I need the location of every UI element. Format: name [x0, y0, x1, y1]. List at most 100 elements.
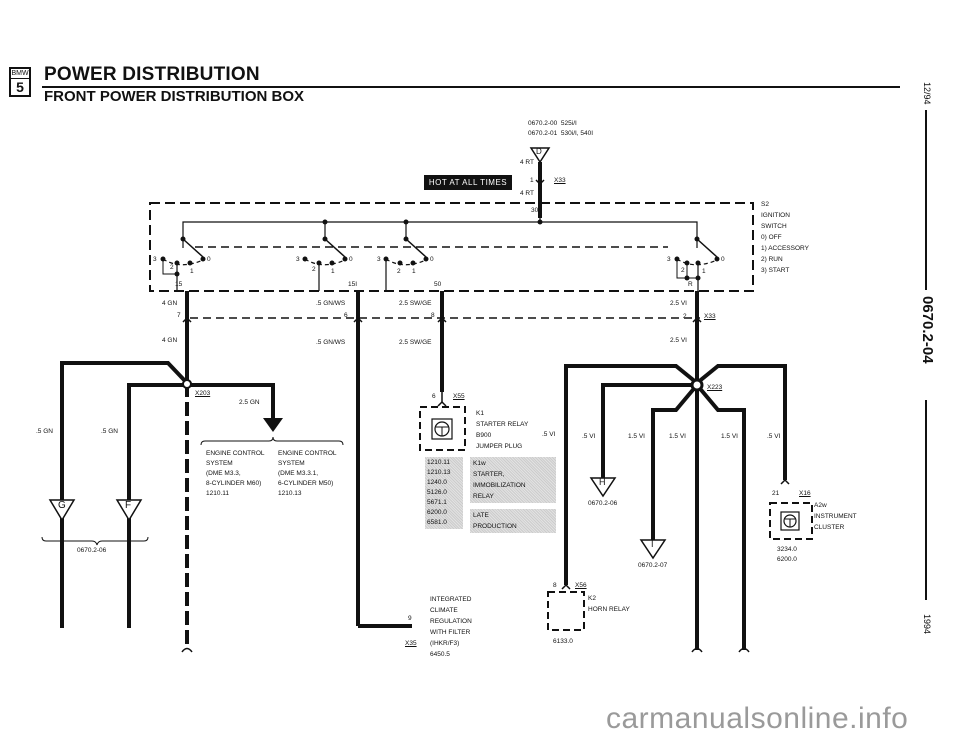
terminal-30: 30	[531, 207, 539, 214]
ecs-line: (DME M3.3,	[206, 470, 241, 477]
cluster-connector: X16	[799, 490, 811, 497]
ref: 1240.0	[427, 479, 447, 486]
icr-connector: X35	[405, 640, 417, 647]
connector-i: I	[651, 539, 654, 549]
horn-ref: 6133.0	[553, 638, 573, 645]
contact-3: 3	[377, 256, 381, 263]
wire-15i-lower-label: .5 GN/WS	[316, 339, 346, 346]
cluster-refs: 3234.0 6200.0	[777, 545, 797, 565]
ref-code: 0670.2-01	[528, 130, 558, 137]
switch-pos-accessory: 1) ACCESSORY	[761, 245, 809, 252]
ecs-line: ENGINE CONTROL	[206, 450, 265, 457]
connector-h: H	[599, 477, 606, 487]
starter-line: B900	[476, 432, 492, 439]
ignition-switch-box	[149, 202, 754, 292]
ecs-line: (DME M3.3.1,	[278, 470, 319, 477]
h-ref: 0670.2-06	[588, 500, 618, 507]
contact-2: 2	[170, 264, 174, 271]
terminal-50: 50	[434, 281, 442, 288]
wire-h-label: .5 VI	[582, 433, 596, 440]
icr-line: CLIMATE	[430, 607, 458, 614]
icr-line: INTEGRATED	[430, 596, 472, 603]
connector-d-symbol	[529, 147, 551, 164]
ref-code: 0670.2-00	[528, 120, 558, 127]
connector-g: G	[58, 500, 66, 511]
wire-15-pin: 7	[177, 312, 181, 319]
note-line: K1w	[473, 460, 486, 467]
ecs-line: ENGINE CONTROL	[278, 450, 337, 457]
instrument-cluster-box	[769, 502, 813, 540]
ecs-ref: 1210.11	[206, 490, 230, 497]
source-ref2: 0670.2-01 530i/I, 540I	[528, 129, 593, 139]
feed-wire-upper-label: 4 RT	[520, 159, 534, 166]
icr-line: (IHKR/F3)	[430, 640, 460, 647]
contact-3: 3	[296, 256, 300, 263]
horn-relay-label: K2 HORN RELAY	[588, 593, 630, 615]
terminal-r: R	[688, 281, 693, 288]
contact-0: 0	[721, 256, 725, 263]
contact-3: 3	[153, 256, 157, 263]
immobilization-relay-note: K1w STARTER, IMMOBILIZATION RELAY	[470, 457, 556, 503]
ecs-wire-label: 2.5 GN	[239, 399, 260, 406]
wire-to-ecs	[187, 383, 275, 420]
wire-15-upper-label: 4 GN	[162, 300, 178, 307]
ecs-line: SYSTEM	[278, 460, 305, 467]
horn-pin: 8	[553, 582, 557, 589]
note-line: PRODUCTION	[473, 523, 517, 530]
starter-pin: 6	[432, 393, 436, 400]
starter-connector: X55	[453, 393, 465, 400]
wire-r-upper-label: 2.5 VI	[670, 300, 687, 307]
ecs-line: 8-CYLINDER M60)	[206, 480, 262, 487]
contact-1: 1	[702, 268, 706, 275]
hot-at-all-times-badge: HOT AT ALL TIMES	[424, 175, 512, 190]
contact-3: 3	[667, 256, 671, 263]
ref: 6200.0	[427, 509, 447, 516]
starter-ref-list: 1210.11 1210.13 1240.0 5126.0 5671.1 620…	[425, 457, 463, 529]
splice-x223-dot	[690, 378, 704, 392]
ecs-line: SYSTEM	[206, 460, 233, 467]
starter-side-wire: .5 VI	[542, 431, 556, 438]
switch-pos-off: 0) OFF	[761, 234, 782, 241]
horn-line: K2	[588, 595, 596, 602]
ecs-ref: 1210.13	[278, 490, 302, 497]
contact-0: 0	[349, 256, 353, 263]
ecs-m60-block: ENGINE CONTROL SYSTEM (DME M3.3, 8-CYLIN…	[206, 449, 265, 499]
page-title: POWER DISTRIBUTION	[44, 64, 260, 85]
ecs-m50-block: ENGINE CONTROL SYSTEM (DME M3.3.1, 6-CYL…	[278, 449, 337, 499]
ref: 3234.0	[777, 546, 797, 553]
connector-d-label: D	[536, 147, 542, 156]
cluster-line: INSTRUMENT	[814, 513, 857, 520]
note-line: RELAY	[473, 493, 494, 500]
icr-ref: 6450.5	[430, 651, 450, 658]
ref: 5671.1	[427, 499, 447, 506]
starter-line: STARTER RELAY	[476, 421, 529, 428]
cluster-pin: 21	[772, 490, 780, 497]
connector-f: F	[125, 500, 132, 511]
starter-line: K1	[476, 410, 484, 417]
wire-r-connector: X33	[704, 313, 716, 320]
ref: 1210.11	[427, 459, 451, 466]
ref: 6200.0	[777, 556, 797, 563]
switch-pos-run: 2) RUN	[761, 256, 783, 263]
contact-1: 1	[190, 268, 194, 275]
splice-x203-dot	[182, 379, 192, 389]
icr-line: WITH FILTER	[430, 629, 471, 636]
contact-0: 0	[207, 256, 211, 263]
wire-50-pin: 8	[431, 312, 435, 319]
wire-center-label: 1.5 VI	[669, 433, 686, 440]
wire-h	[601, 383, 697, 478]
terminal-15i: 15I	[348, 281, 358, 288]
icr-line: REGULATION	[430, 618, 472, 625]
splice-x223-label: X223	[707, 384, 723, 391]
note-line: IMMOBILIZATION	[473, 482, 526, 489]
wire-15-lower-label: 4 GN	[162, 337, 178, 344]
wire-horn	[564, 364, 699, 585]
x33-pin: 1	[530, 177, 534, 184]
horn-connector: X56	[575, 582, 587, 589]
icr-label: INTEGRATED CLIMATE REGULATION WITH FILTE…	[430, 594, 472, 660]
wire-r-lower-label: 2.5 VI	[670, 337, 687, 344]
gf-ref: 0670.2-06	[77, 547, 107, 554]
wire-i-label: 1.5 VI	[628, 433, 645, 440]
contact-2: 2	[681, 267, 685, 274]
